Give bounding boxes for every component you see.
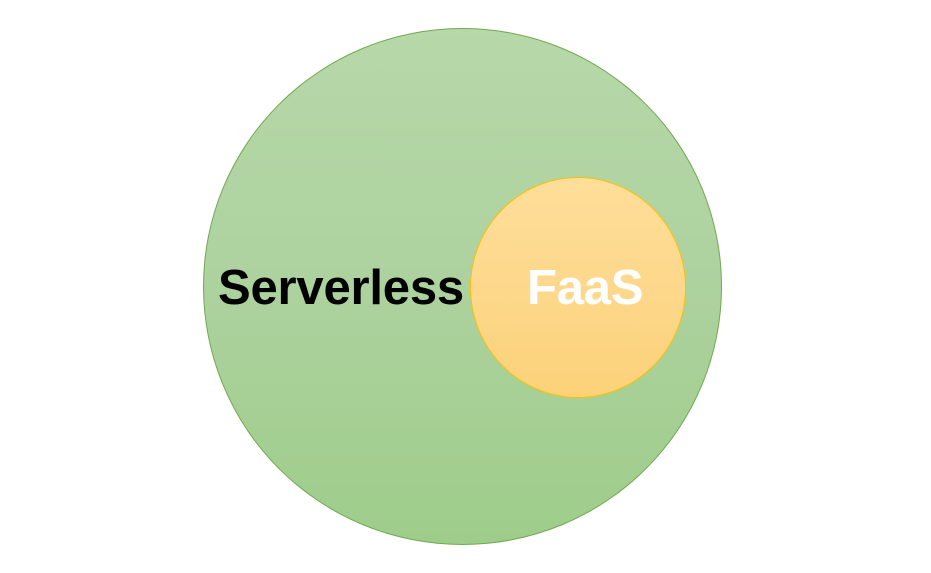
serverless-label: Serverless bbox=[218, 261, 464, 315]
faas-label: FaaS bbox=[527, 261, 644, 315]
faas-circle[interactable] bbox=[470, 177, 686, 398]
